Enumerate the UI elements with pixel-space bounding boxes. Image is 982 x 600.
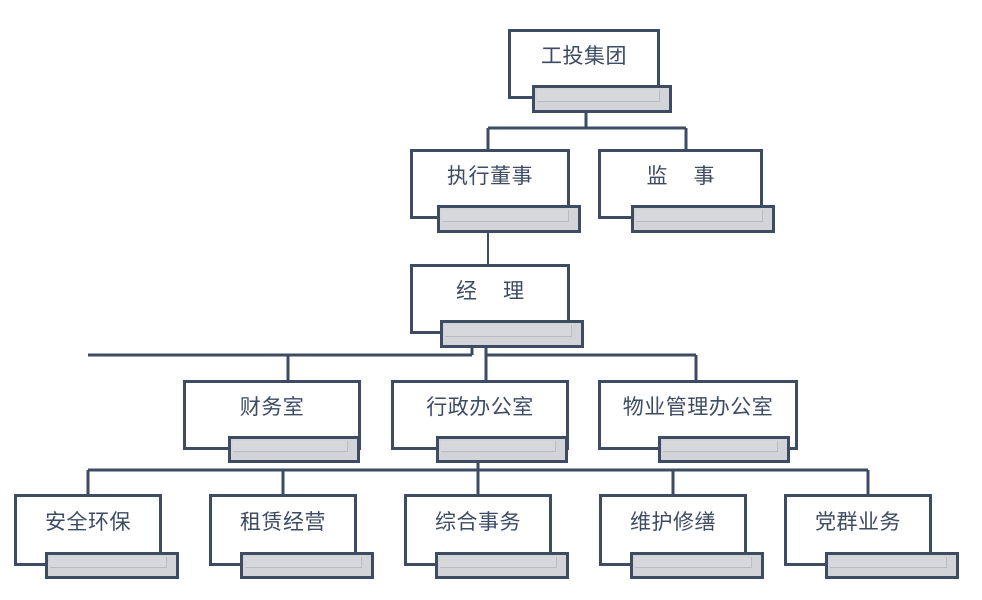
node-executive-director-bar [437,205,581,233]
node-group[interactable]: 工投集团 [508,29,683,114]
node-maintenance-bar [630,552,764,579]
node-leasing-label: 租赁经营 [240,509,326,534]
node-finance-office-label: 财务室 [239,394,305,419]
node-admin-office-label: 行政办公室 [426,394,534,419]
node-leasing-bar [240,552,374,579]
node-manager-bar [440,320,584,348]
node-manager-label: 经理 [456,278,550,303]
node-general-affairs-bar [435,552,569,579]
node-property-office-bar [658,436,790,463]
node-admin-office-bar [436,436,568,463]
node-leasing[interactable]: 租赁经营 [209,494,384,584]
node-finance-office[interactable]: 财务室 [183,380,383,464]
node-executive-director[interactable]: 执行董事 [410,149,595,234]
node-general-affairs-label: 综合事务 [435,509,521,534]
node-maintenance[interactable]: 维护修缮 [599,494,774,584]
node-executive-director-label: 执行董事 [447,163,533,188]
node-party-affairs-bar [825,552,959,579]
node-finance-office-bar [228,436,360,463]
node-group-label: 工投集团 [541,43,627,68]
node-party-affairs[interactable]: 党群业务 [784,494,969,584]
node-party-affairs-label: 党群业务 [815,509,901,534]
node-manager[interactable]: 经理 [410,264,595,349]
node-general-affairs[interactable]: 综合事务 [404,494,579,584]
node-safety-env-label: 安全环保 [45,509,131,534]
node-maintenance-label: 维护修缮 [630,509,716,534]
node-supervisor-label: 监事 [646,163,741,188]
node-safety-env-bar [45,552,179,579]
node-property-office-label: 物业管理办公室 [622,394,774,419]
node-supervisor[interactable]: 监事 [598,149,788,234]
node-group-bar [532,85,672,113]
node-property-office[interactable]: 物业管理办公室 [598,380,818,464]
node-supervisor-bar [631,205,775,233]
node-admin-office[interactable]: 行政办公室 [391,380,591,464]
node-safety-env[interactable]: 安全环保 [14,494,189,584]
